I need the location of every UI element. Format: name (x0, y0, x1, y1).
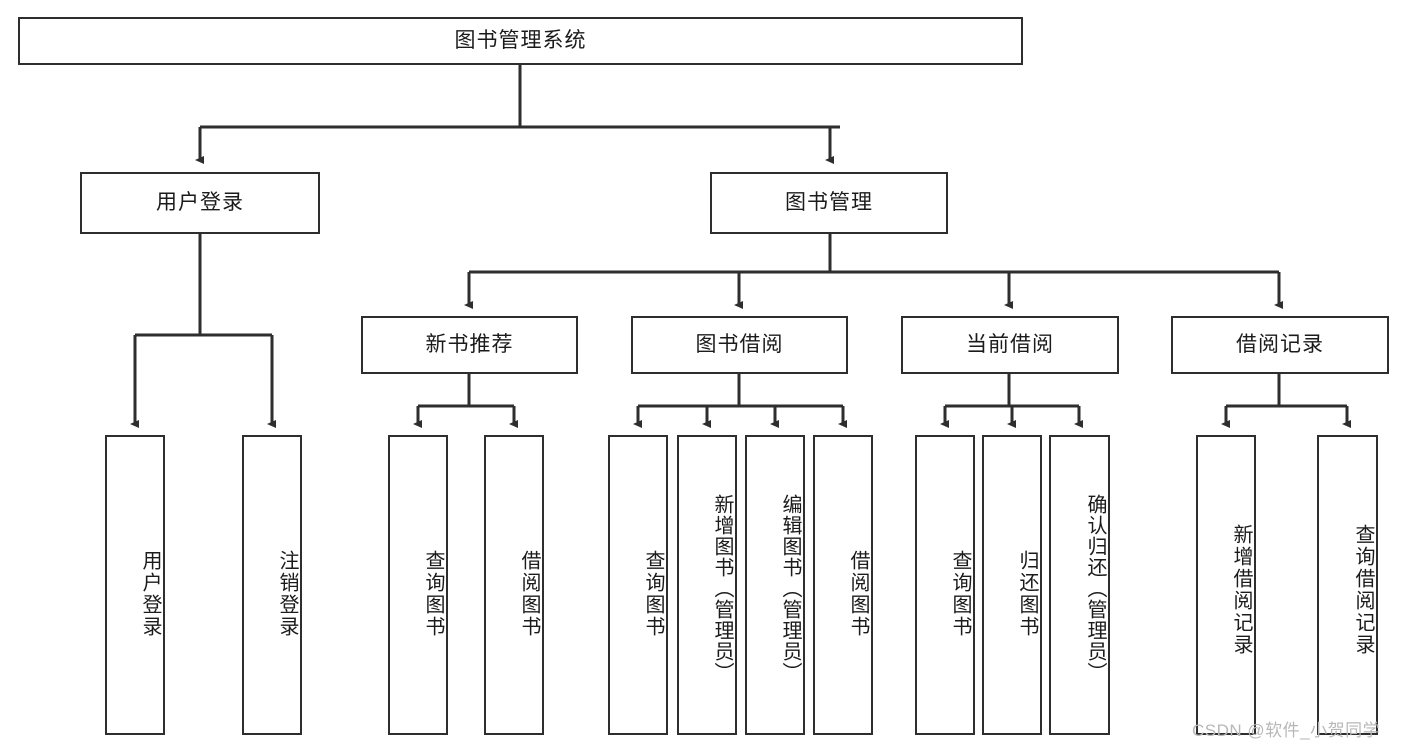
node-leaf-user-login[interactable]: 用户登录 (105, 435, 165, 735)
node-leaf-borrow-book-2[interactable]: 借阅图书 (813, 435, 873, 735)
node-leaf-query-record[interactable]: 查询借阅记录 (1317, 435, 1378, 735)
node-leaf-logout[interactable]: 注销登录 (242, 435, 302, 735)
node-leaf-confirm-return[interactable]: 确认归还（管理员） (1049, 435, 1110, 735)
node-book-borrow[interactable]: 图书借阅 (631, 316, 848, 374)
node-current-borrow[interactable]: 当前借阅 (901, 316, 1119, 374)
node-root[interactable]: 图书管理系统 (18, 17, 1023, 65)
node-leaf-return-book[interactable]: 归还图书 (982, 435, 1042, 735)
node-leaf-borrow-book-1[interactable]: 借阅图书 (484, 435, 544, 735)
node-book-manage[interactable]: 图书管理 (710, 172, 948, 234)
node-leaf-add-record[interactable]: 新增借阅记录 (1196, 435, 1256, 735)
node-leaf-edit-book[interactable]: 编辑图书（管理员） (745, 435, 805, 735)
node-leaf-query-book-1[interactable]: 查询图书 (388, 435, 448, 735)
node-leaf-add-book[interactable]: 新增图书（管理员） (677, 435, 737, 735)
node-leaf-query-book-3[interactable]: 查询图书 (915, 435, 975, 735)
node-new-book-recommend[interactable]: 新书推荐 (361, 316, 578, 374)
node-user-login[interactable]: 用户登录 (80, 172, 320, 234)
node-leaf-query-book-2[interactable]: 查询图书 (608, 435, 668, 735)
node-borrow-record[interactable]: 借阅记录 (1171, 316, 1389, 374)
csdn-watermark: CSDN @软件_小贺同学 (1192, 721, 1381, 740)
